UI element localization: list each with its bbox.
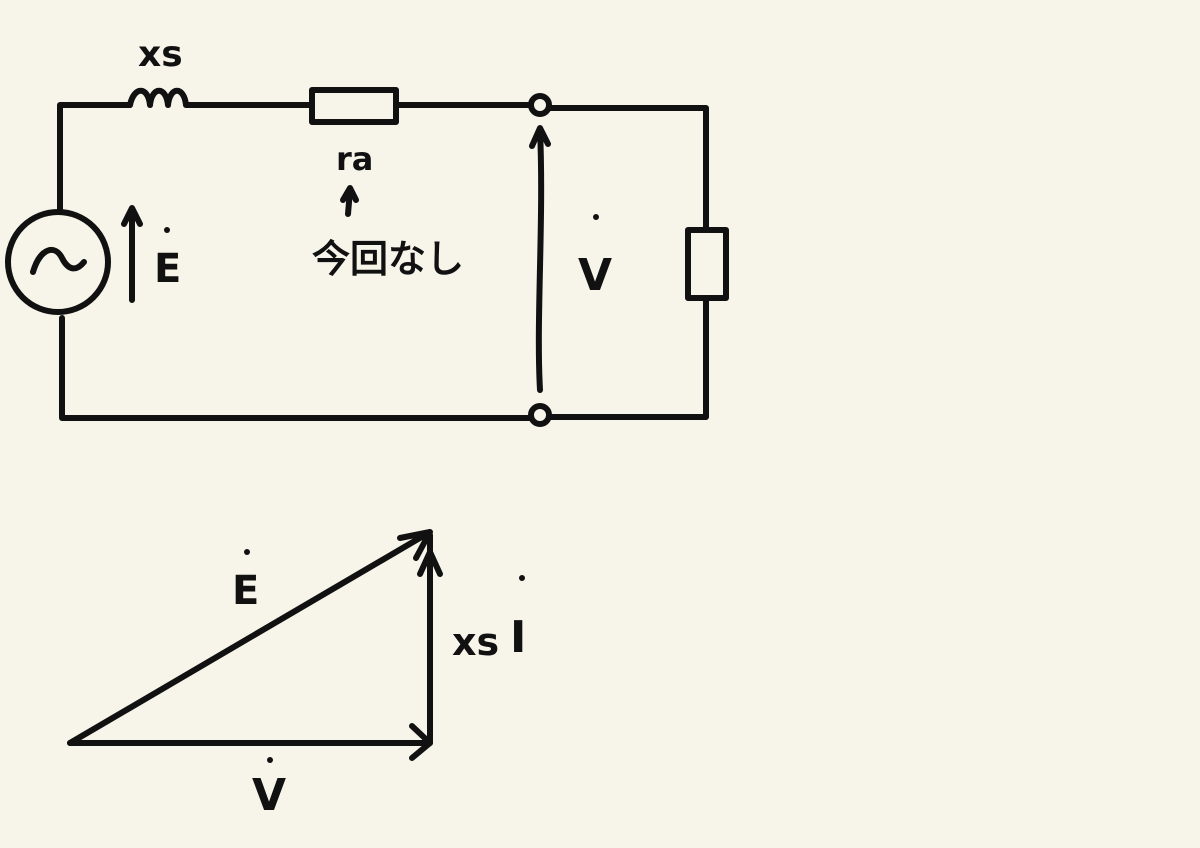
- phasor-voltage-dot: [267, 757, 273, 763]
- reactance-label: xs: [138, 34, 183, 75]
- wire-left-top: [57, 102, 133, 215]
- terminal-voltage-dot: [593, 214, 599, 220]
- reactance-drop-vector: [417, 532, 443, 746]
- phasor-emf-dot: [244, 549, 250, 555]
- emf-label: E: [154, 246, 181, 292]
- ac-wave-icon: [30, 247, 87, 275]
- note-arrow: [340, 185, 359, 217]
- resistor-ra: [309, 87, 399, 125]
- terminal-voltage-arrow: [529, 125, 551, 393]
- emf-dot: [164, 227, 170, 233]
- circuit-diagram: xs ra 今回なし E V: [5, 34, 729, 427]
- load-resistor: [685, 227, 729, 301]
- phasor-voltage-label: V: [252, 770, 286, 821]
- emf-arrow: [121, 205, 143, 303]
- terminal-top: [528, 93, 552, 117]
- phasor-current-label: I: [510, 612, 526, 663]
- wire-load-bottom: [547, 295, 709, 420]
- phasor-current-dot: [519, 575, 525, 581]
- terminal-bottom: [528, 403, 552, 427]
- phasor-reactance-label: xs: [452, 620, 499, 664]
- phasor-diagram: E V xs I: [67, 529, 526, 821]
- resistance-label: ra: [336, 140, 373, 178]
- ac-source-icon: [5, 209, 111, 315]
- voltage-vector: [67, 723, 433, 761]
- wire-load-top: [546, 105, 709, 233]
- emf-vector: [67, 529, 433, 746]
- note-label: 今回なし: [312, 237, 464, 281]
- phasor-emf-label: E: [232, 568, 259, 614]
- terminal-voltage-label: V: [578, 250, 612, 301]
- inductor-coil: [127, 87, 201, 108]
- wire-bottom: [59, 315, 534, 421]
